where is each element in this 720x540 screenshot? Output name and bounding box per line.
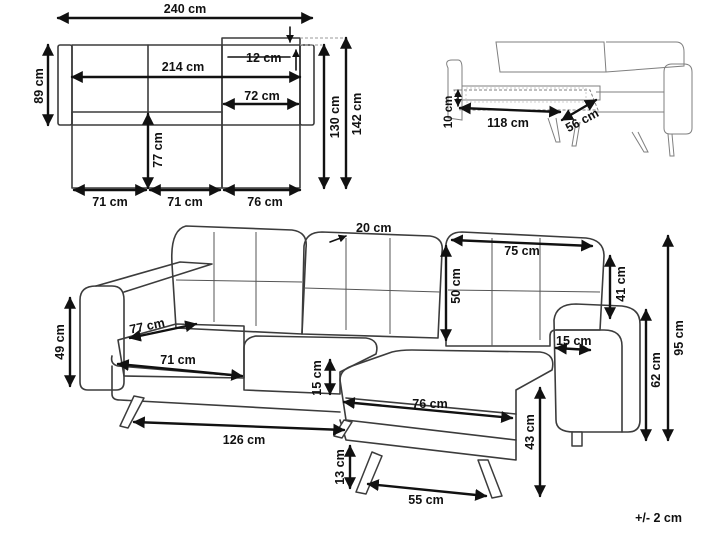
top-right-arm bbox=[299, 44, 315, 126]
dim-126 bbox=[132, 416, 346, 436]
dim-15-arm bbox=[554, 342, 592, 356]
dim-240-label: 240 cm bbox=[164, 2, 206, 16]
dim-214-label: 214 cm bbox=[162, 60, 204, 74]
dim-13-label: 13 cm bbox=[333, 449, 347, 484]
dim-77-top-label: 77 cm bbox=[151, 132, 165, 167]
dim-89-label: 89 cm bbox=[32, 68, 46, 103]
seat-cushion-middle bbox=[243, 335, 378, 395]
dim-20-label: 20 cm bbox=[356, 221, 391, 235]
dim-118-label: 118 cm bbox=[487, 116, 529, 130]
dim-15-arm-label: 15 cm bbox=[556, 334, 591, 348]
back-cushion-middle bbox=[301, 231, 444, 339]
tolerance-note: +/- 2 cm bbox=[635, 511, 682, 525]
left-arm-front bbox=[79, 285, 125, 391]
dim-76-main-label: 76 cm bbox=[412, 397, 447, 411]
dim-71-main-label: 71 cm bbox=[160, 353, 195, 367]
dim-72-label: 72 cm bbox=[244, 89, 279, 103]
top-seat-1 bbox=[71, 111, 149, 189]
dim-118 bbox=[458, 102, 562, 118]
dim-62-label: 62 cm bbox=[649, 352, 663, 387]
dim-43-label: 43 cm bbox=[523, 414, 537, 449]
leg-chaise-right bbox=[477, 459, 503, 499]
dim-56 bbox=[560, 98, 598, 122]
main-view: 20 cm 75 cm 50 cm 41 cm 95 cm 62 cm 15 c… bbox=[53, 221, 686, 507]
dim-55 bbox=[366, 479, 488, 501]
back-cushion-left bbox=[170, 225, 308, 335]
chaise-base bbox=[339, 419, 517, 461]
dim-71-main bbox=[116, 359, 244, 381]
dim-142-label: 142 cm bbox=[350, 93, 364, 135]
dim-20 bbox=[329, 234, 347, 243]
dim-50-label: 50 cm bbox=[449, 268, 463, 303]
bed-view bbox=[446, 41, 693, 157]
dim-77-main bbox=[128, 320, 198, 342]
bed-dimensions: 10 cm 118 cm 56 cm bbox=[443, 89, 601, 135]
dim-95-label: 95 cm bbox=[672, 320, 686, 355]
dim-130-label: 130 cm bbox=[328, 96, 342, 138]
leg-front-left bbox=[119, 395, 145, 429]
right-arm bbox=[553, 303, 641, 433]
left-arm-top bbox=[95, 261, 213, 293]
dim-126-label: 126 cm bbox=[223, 433, 265, 447]
dim-15-seat-label: 15 cm bbox=[310, 360, 324, 395]
dim-75-label: 75 cm bbox=[504, 244, 539, 258]
leg-chaise-left bbox=[355, 451, 383, 495]
dim-12-label: 12 cm bbox=[246, 51, 281, 65]
dim-71-a-label: 71 cm bbox=[92, 195, 127, 209]
dim-76-main bbox=[342, 397, 514, 423]
top-view: 240 cm 214 cm 12 cm 72 cm 89 cm 77 cm 13… bbox=[32, 2, 364, 209]
dim-49-label: 49 cm bbox=[53, 324, 67, 359]
top-left-arm bbox=[57, 44, 73, 126]
dim-41-label: 41 cm bbox=[614, 266, 628, 301]
chaise-cushion bbox=[339, 349, 554, 441]
dim-55-label: 55 cm bbox=[408, 493, 443, 507]
dim-10-label: 10 cm bbox=[443, 96, 455, 129]
leg-arm-right bbox=[571, 431, 583, 447]
dim-76-a-label: 76 cm bbox=[247, 195, 282, 209]
back-cushion-right bbox=[445, 231, 605, 347]
dim-71-b-label: 71 cm bbox=[167, 195, 202, 209]
dim-75 bbox=[450, 234, 594, 252]
